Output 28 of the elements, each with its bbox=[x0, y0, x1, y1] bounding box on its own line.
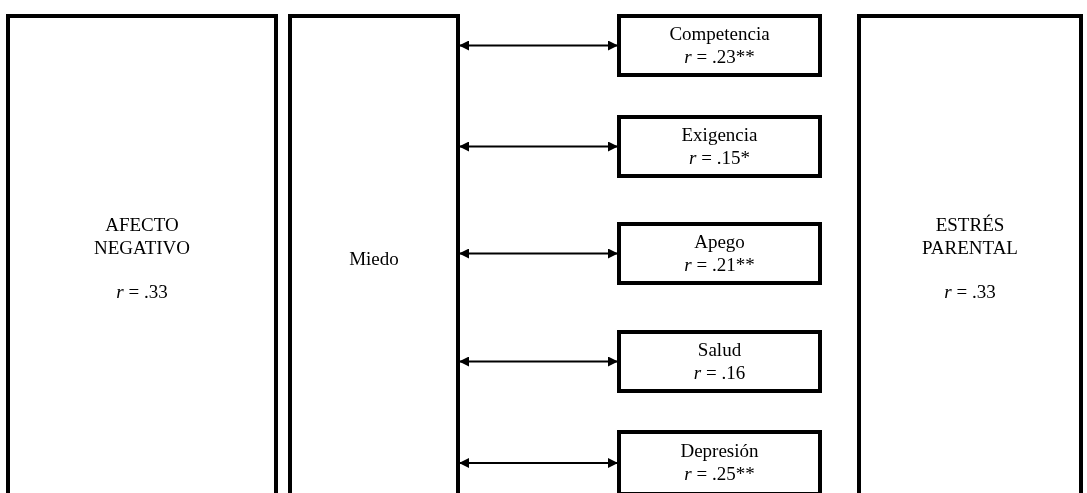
node-label: Depresión bbox=[680, 440, 759, 463]
double-arrow bbox=[459, 40, 618, 51]
correlation-value: r = .33 bbox=[116, 281, 168, 305]
double-arrow bbox=[459, 356, 618, 367]
process-box bbox=[617, 222, 822, 285]
correlation-value: r = .15* bbox=[689, 146, 750, 170]
double-arrow bbox=[459, 458, 618, 468]
concept-box bbox=[857, 14, 1083, 493]
double-arrow bbox=[459, 248, 618, 259]
node-label: Salud bbox=[697, 338, 742, 362]
correlation-value: r = .33 bbox=[944, 281, 996, 305]
node-label: ESTRÉS PARENTAL bbox=[921, 213, 1019, 260]
node-label: Competencia bbox=[669, 22, 770, 46]
node-label: Apego bbox=[694, 230, 745, 254]
concept-box bbox=[6, 14, 278, 493]
node-label: Exigencia bbox=[681, 123, 758, 147]
correlation-value: r = .21** bbox=[684, 253, 755, 277]
correlation-value: r = .25** bbox=[684, 463, 755, 486]
node-label: AFECTO NEGATIVO bbox=[92, 213, 191, 260]
correlation-value: r = .23** bbox=[684, 45, 755, 69]
process-box bbox=[617, 430, 822, 493]
process-box bbox=[617, 14, 822, 77]
process-box bbox=[617, 330, 822, 393]
process-box bbox=[617, 115, 822, 178]
concept-box bbox=[288, 14, 460, 493]
node-label: Miedo bbox=[349, 247, 399, 271]
correlation-value: r = .16 bbox=[693, 361, 746, 385]
double-arrow bbox=[459, 141, 618, 152]
